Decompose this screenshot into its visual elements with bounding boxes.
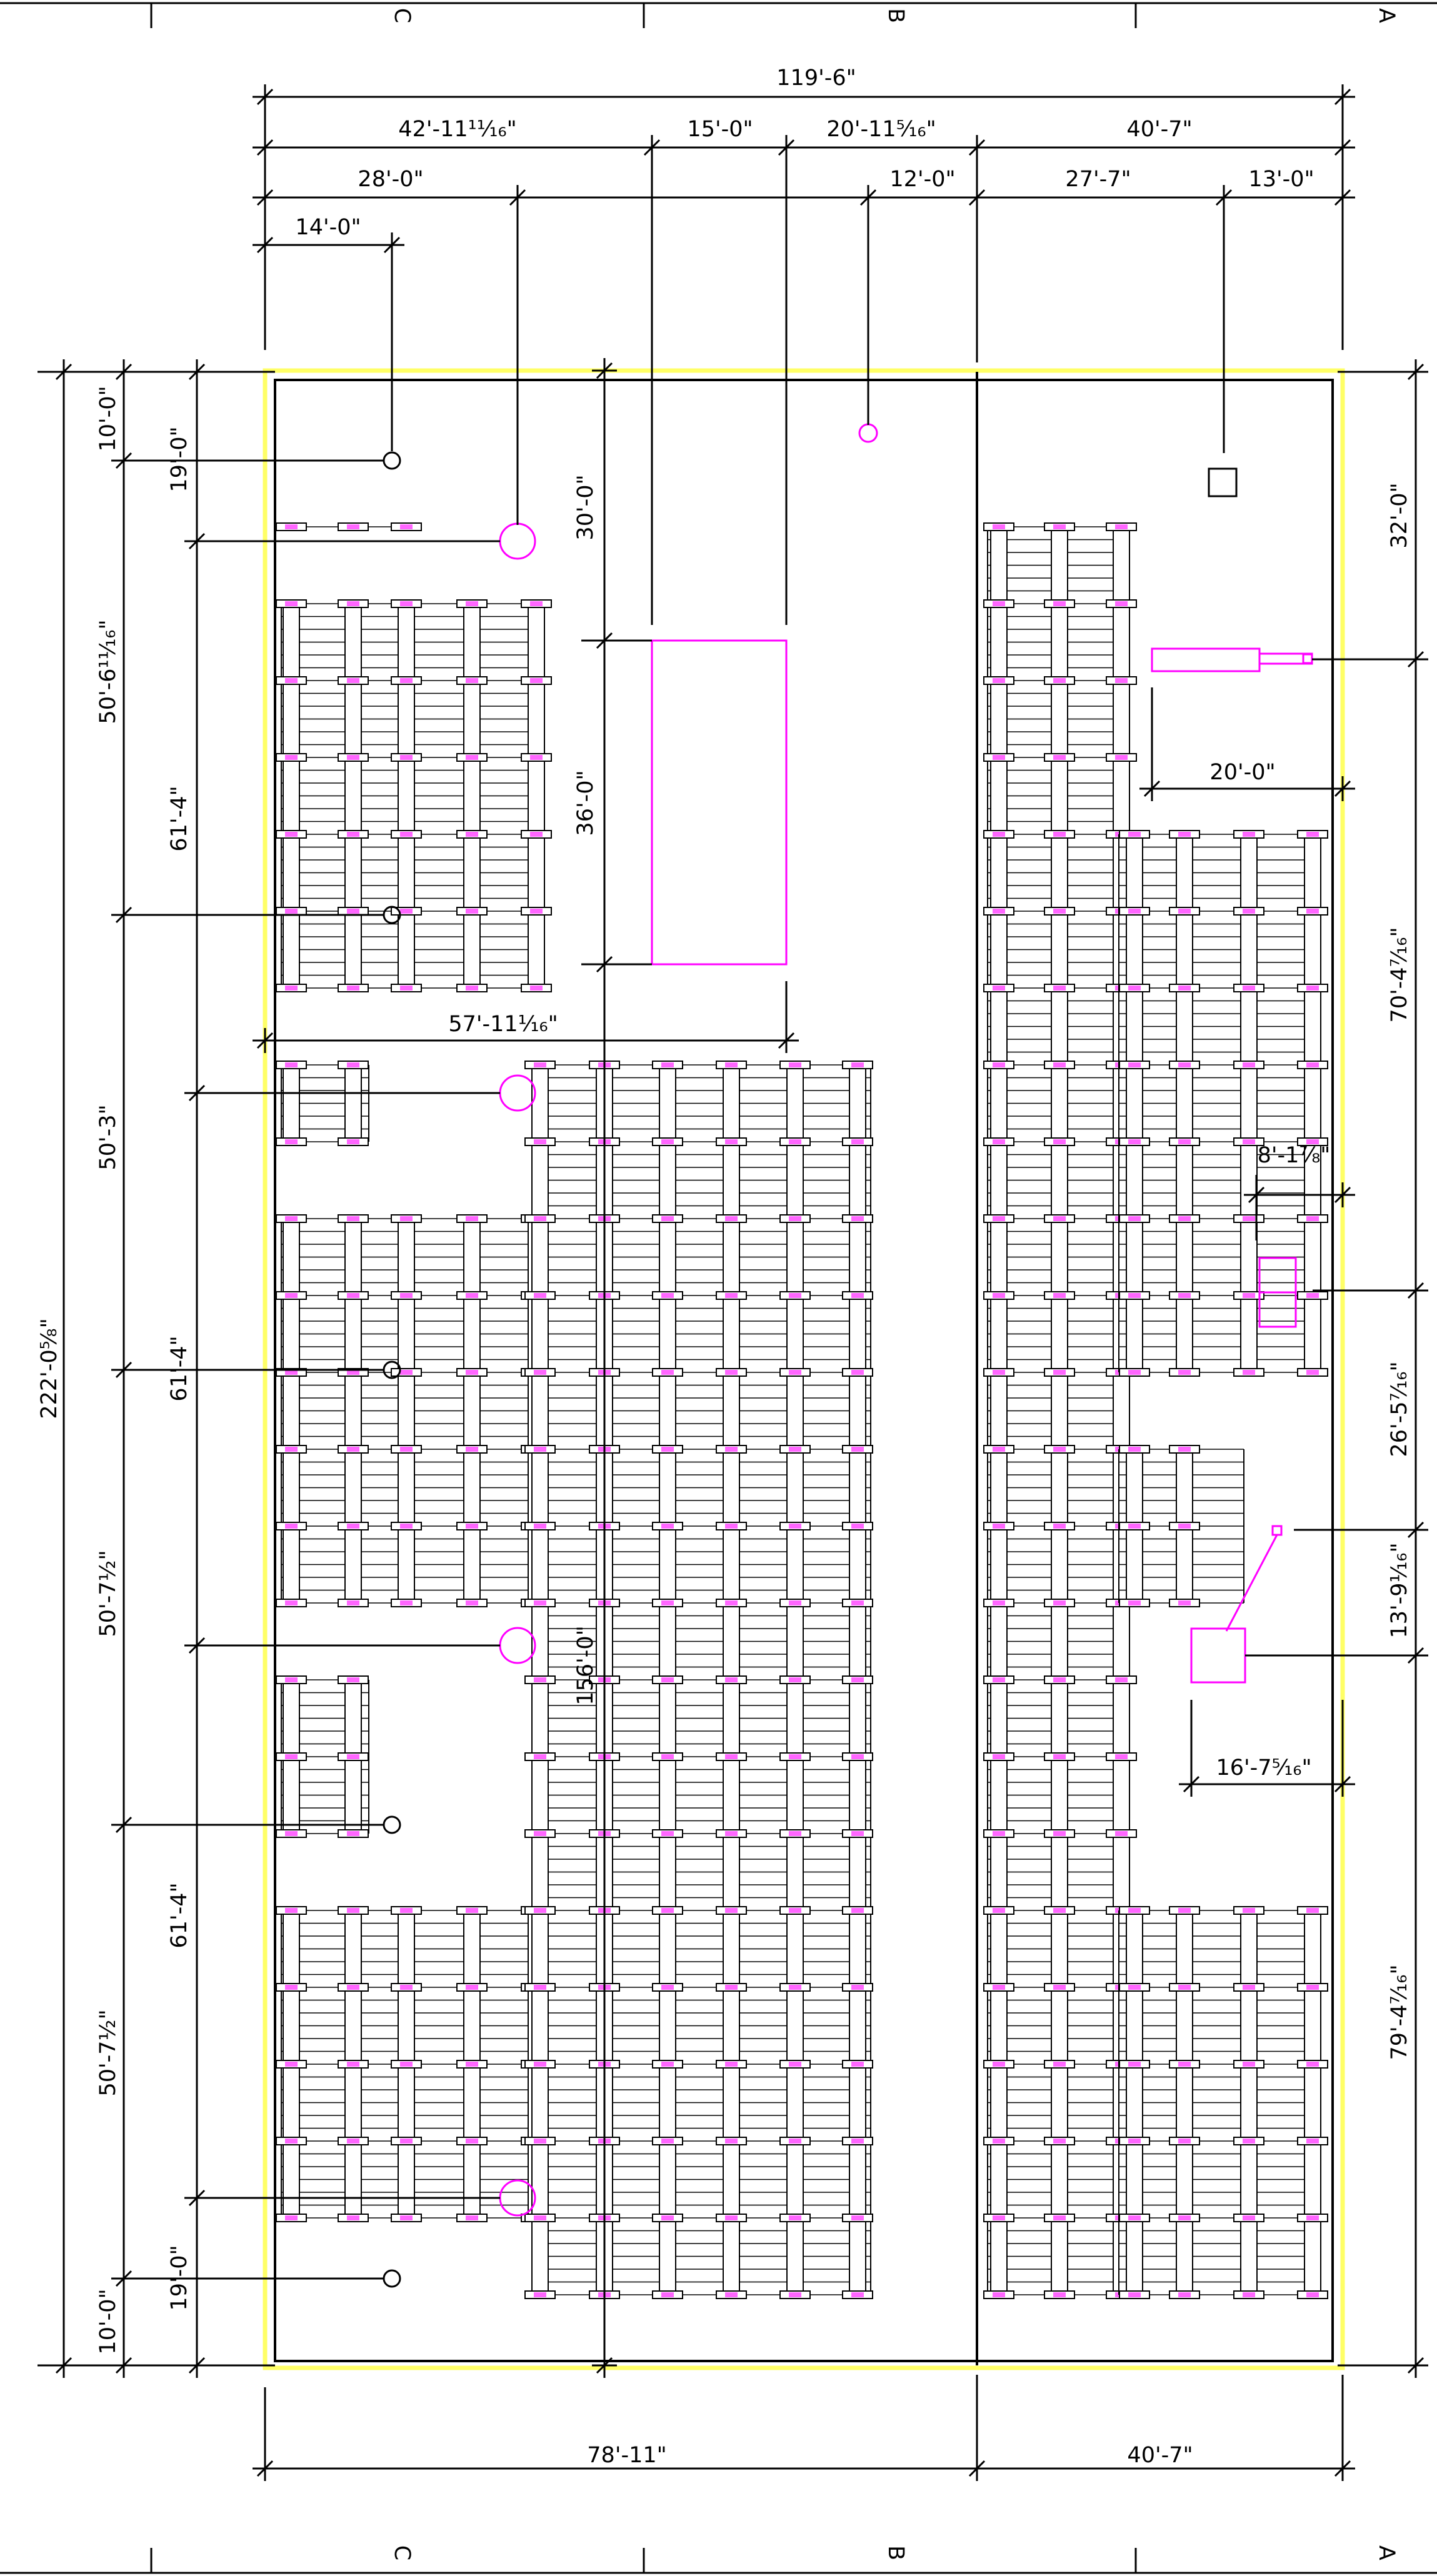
grid-label-top-b: B: [883, 8, 908, 23]
skylight-rect: [651, 639, 788, 966]
dim-right-32: 32'-0": [1387, 482, 1412, 548]
dim-right-79: 79'-4⁷⁄₁₆": [1387, 1964, 1412, 2060]
dim-overall-height: 222'-0⁵⁄₈": [37, 1318, 62, 1419]
dimension-text: 119'-6" 42'-11¹¹⁄₁₆" 15'-0" 20'-11⁵⁄₁₆" …: [37, 66, 1412, 2468]
grid-label-bottom-a: A: [1374, 2545, 1399, 2560]
array-right-wide-bottom: [1118, 1906, 1328, 2299]
grid-labels: C B A C B A: [389, 8, 1399, 2560]
dim-overall-width: 119'-6": [776, 66, 856, 91]
dim-inner-36: 36'-0": [573, 770, 598, 836]
dim-left-61a: 61'-4": [167, 786, 192, 851]
array-right-wide-mid: [1118, 1445, 1244, 1607]
array-left-narrow-lower: [276, 1675, 369, 1838]
dim-left-10-bottom: 10'-0": [96, 2289, 121, 2354]
unit-box-b: [1258, 1291, 1297, 1328]
array-left-top: [276, 599, 552, 992]
array-center-main: [524, 1061, 873, 2299]
dim-inner-156: 156'-0": [573, 1625, 598, 1705]
dim-left-50c: 50'-7½": [96, 1550, 121, 1637]
dim-right-13: 13'-9¹⁄₁₆": [1387, 1542, 1412, 1638]
dim-top-20: 20'-11⁵⁄₁₆": [826, 117, 936, 142]
dim-left-61c: 61'-4": [167, 1882, 192, 1948]
dim-top-27: 27'-7": [1065, 167, 1131, 192]
dim-top-14: 14'-0": [295, 215, 361, 240]
dim-left-19-top: 19'-0": [167, 426, 192, 492]
array-right-wide-top: [1118, 830, 1328, 1377]
grid-label-top-a: A: [1374, 8, 1399, 23]
hatch-square: [1208, 467, 1238, 497]
dimension-lines: [38, 84, 1428, 2481]
grid-label-bottom-c: C: [389, 2545, 414, 2560]
dim-left-50a: 50'-6¹¹⁄₁₆": [96, 619, 121, 724]
dim-top-42: 42'-11¹¹⁄₁₆": [398, 117, 516, 142]
dim-inner-30: 30'-0": [573, 474, 598, 540]
dim-inner-57: 57'-11¹⁄₁₆": [448, 1012, 558, 1037]
dim-left-50b: 50'-3": [96, 1104, 121, 1170]
dim-top-28: 28'-0": [358, 167, 423, 192]
grid-label-top-c: C: [389, 8, 414, 23]
array-left-narrow-top: [276, 522, 422, 531]
dim-bottom-40: 40'-7": [1127, 2443, 1193, 2468]
dim-right-70: 70'-4⁷⁄₁₆": [1387, 927, 1412, 1022]
array-left-lower: [276, 1906, 552, 2222]
array-right-main: [983, 522, 1137, 2299]
array-left-narrow-mid: [276, 1061, 369, 1146]
dim-top-13: 13'-0": [1248, 167, 1314, 192]
dim-left-61b: 61'-4": [167, 1335, 192, 1401]
dim-top-40: 40'-7": [1126, 117, 1192, 142]
dim-left-19-bottom: 19'-0": [167, 2245, 192, 2310]
dim-top-12: 12'-0": [889, 167, 955, 192]
solar-racking: [276, 522, 1328, 2299]
dim-right-26: 26'-5⁷⁄₁₆": [1387, 1361, 1412, 1457]
dim-inner-8: 8'-1⁷⁄₈": [1258, 1143, 1331, 1168]
dim-left-50d: 50'-7½": [96, 2009, 121, 2096]
dim-inner-16: 16'-7⁵⁄₁₆": [1216, 1755, 1311, 1780]
grid-label-bottom-b: B: [883, 2545, 908, 2560]
dim-bottom-78: 78'-11": [587, 2443, 666, 2468]
dim-top-15: 15'-0": [687, 117, 753, 142]
dim-left-10-top: 10'-0": [96, 386, 121, 451]
dim-inner-20: 20'-0": [1209, 760, 1275, 785]
conduit-line: [1225, 1534, 1278, 1632]
